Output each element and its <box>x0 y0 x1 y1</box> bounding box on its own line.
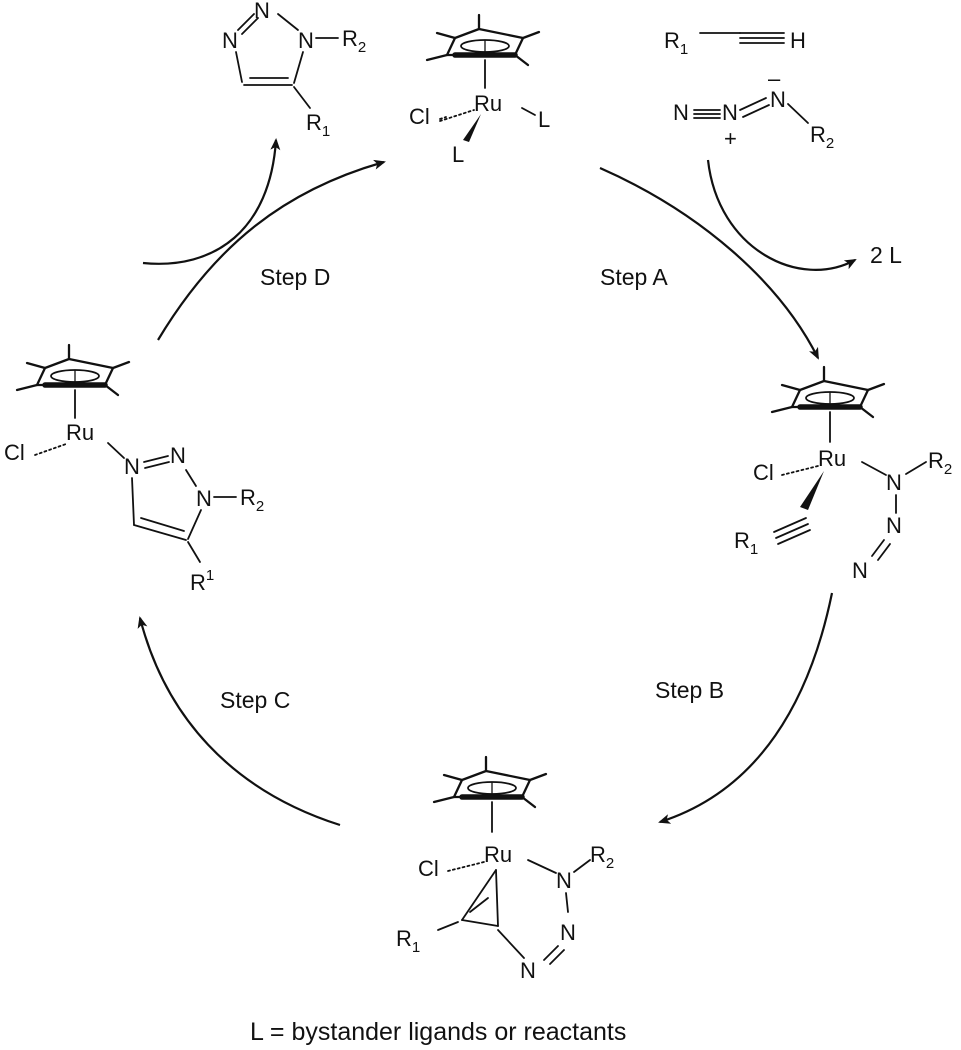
svg-text:R1: R1 <box>664 28 688 58</box>
int-a-n2: N <box>886 513 902 538</box>
alkyne-reactant: R1 H <box>664 28 806 58</box>
catalyst-l1: L <box>538 107 550 132</box>
product-r1-sub: 1 <box>322 123 330 140</box>
step-d-label: Step D <box>260 264 330 290</box>
alkyne-h: H <box>790 28 806 53</box>
triazole-product: N N N R2 R1 <box>222 0 366 140</box>
intermediate-a: Cl Ru N R2 N N R1 <box>734 367 952 583</box>
int-a-r2: R <box>928 448 944 473</box>
int-c-cl: Cl <box>4 440 25 465</box>
cycle-arrows <box>137 138 857 827</box>
step-d-arrow <box>157 159 386 341</box>
step-a-arrow <box>599 166 819 360</box>
int-c-n2: N <box>170 443 186 468</box>
int-c-ru: Ru <box>66 420 94 445</box>
int-b-n2: N <box>560 920 576 945</box>
svg-text:R2: R2 <box>240 485 264 515</box>
int-b-cl: Cl <box>418 856 439 881</box>
azide-r: R <box>810 122 826 147</box>
int-a-r2-sub: 2 <box>944 461 952 478</box>
intermediate-b: Cl Ru N R2 N N R1 <box>396 757 614 983</box>
legend-caption: L = bystander ligands or reactants <box>250 1018 626 1046</box>
int-a-ru: Ru <box>818 446 846 471</box>
int-b-r1: R <box>396 926 412 951</box>
azide-n1: N <box>673 100 689 125</box>
azide-r-sub: 2 <box>826 135 834 152</box>
int-c-r1: R <box>190 570 206 595</box>
svg-text:R2: R2 <box>342 26 366 56</box>
int-a-wedge <box>800 471 824 510</box>
int-b-r1-sub: 1 <box>412 939 420 956</box>
svg-text:R1: R1 <box>190 567 214 595</box>
product-n-left: N <box>222 28 238 53</box>
int-b-r2-sub: 2 <box>606 855 614 872</box>
step-b-arrow <box>658 592 834 824</box>
int-a-cl: Cl <box>753 460 774 485</box>
step-a-label: Step A <box>600 264 668 290</box>
product-release-arrow <box>142 138 281 265</box>
product-n-right: N <box>298 28 314 53</box>
azide-plus: + <box>724 126 737 151</box>
int-c-n3: N <box>196 486 212 511</box>
catalyst-l2: L <box>452 142 464 167</box>
product-r2-sub: 2 <box>358 39 366 56</box>
int-b-r2: R <box>590 842 606 867</box>
int-c-r2-sub: 2 <box>256 498 264 515</box>
svg-text:R1: R1 <box>396 926 420 956</box>
reactant-entry-arrow <box>706 159 857 271</box>
step-c-arrow <box>137 616 341 827</box>
alkyne-r: R <box>664 28 680 53</box>
azide-n2: N <box>722 100 738 125</box>
catalyst-cl: Cl <box>409 104 430 129</box>
step-b-label: Step B <box>655 677 724 703</box>
svg-text:R1: R1 <box>734 528 758 558</box>
product-r2: R <box>342 26 358 51</box>
intermediate-c: Cl Ru N N N R2 R1 <box>4 345 264 595</box>
svg-text:R2: R2 <box>810 122 834 152</box>
catalyst-ru: Ru <box>474 91 502 116</box>
byproduct-label: 2 L <box>870 242 902 268</box>
svg-text:R2: R2 <box>590 842 614 872</box>
int-b-ru: Ru <box>484 842 512 867</box>
svg-text:R2: R2 <box>928 448 952 478</box>
azide-reactant: N N + N – R2 <box>673 66 834 152</box>
svg-text:R1: R1 <box>306 110 330 140</box>
step-c-label: Step C <box>220 687 290 713</box>
int-c-r2: R <box>240 485 256 510</box>
int-a-n3: N <box>852 558 868 583</box>
catalyst-complex: Cl Ru L L <box>409 15 550 167</box>
alkyne-r-sub: 1 <box>680 41 688 58</box>
int-b-n1: N <box>556 868 572 893</box>
int-b-n3: N <box>520 958 536 983</box>
azide-n3: N <box>770 87 786 112</box>
int-c-r1-sup: 1 <box>206 567 214 584</box>
int-c-n1: N <box>124 454 140 479</box>
azide-minus: – <box>768 66 781 91</box>
product-r1: R <box>306 110 322 135</box>
catalyst-wedge <box>463 114 481 142</box>
int-a-r1: R <box>734 528 750 553</box>
int-a-r1-sub: 1 <box>750 541 758 558</box>
int-a-n1: N <box>886 470 902 495</box>
